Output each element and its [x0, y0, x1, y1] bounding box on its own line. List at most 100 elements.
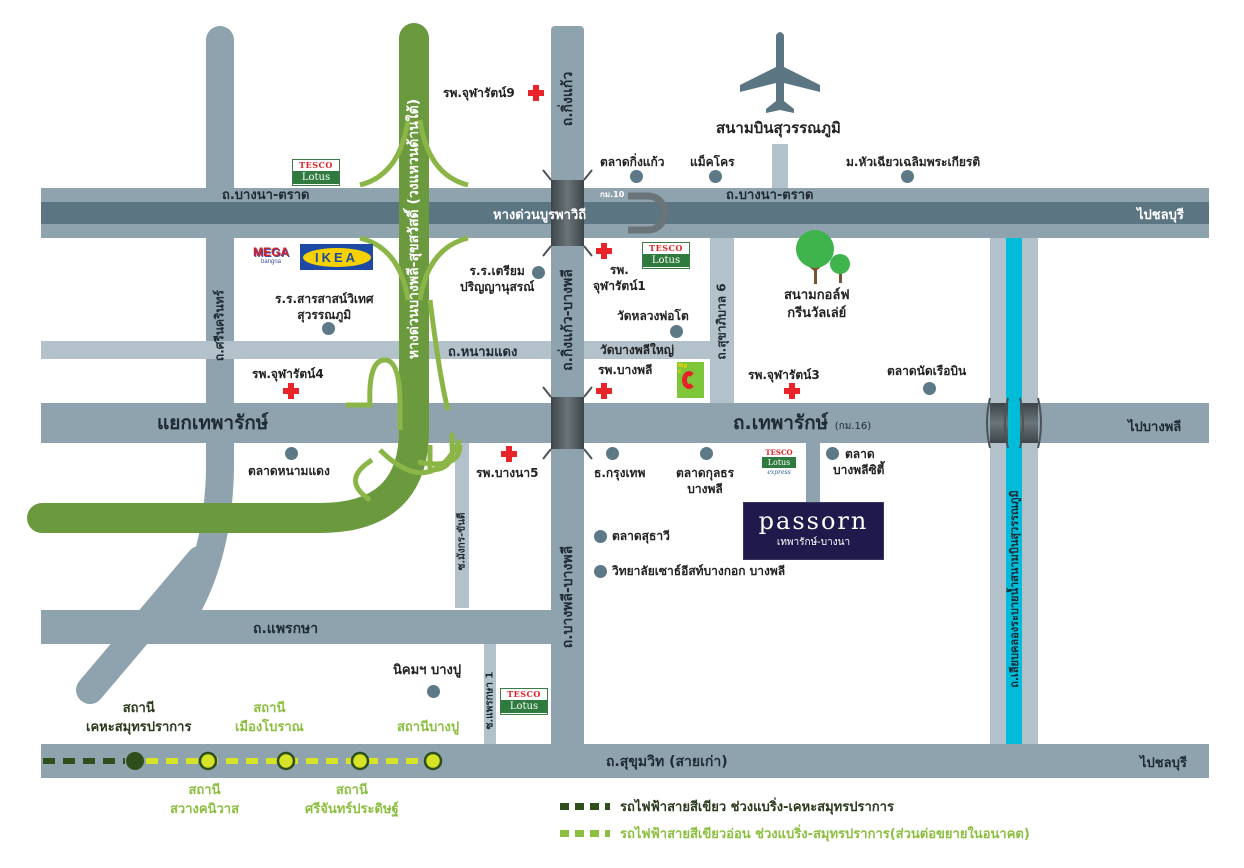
hospital-icon-chularat9: [528, 85, 544, 101]
road-airport-access: [772, 144, 788, 188]
label-bang-pu-estate: นิคมฯ บางปู: [393, 663, 462, 678]
project-subtitle: เทพารักษ์-บางนา: [776, 537, 851, 548]
lotus-text: Lotus: [762, 457, 796, 468]
label-triam-line2: ปริญญานุสรณ์: [460, 280, 535, 295]
station-muang-boran-line1: สถานี: [253, 701, 286, 716]
hospital-icon-chularat1: [596, 243, 612, 259]
road-label-thepharak: ถ.เทพารักษ์ (กม.16): [733, 408, 871, 438]
station-marker-sawang[interactable]: [198, 751, 218, 771]
label-talat-surawi: ตลาดสุธาวี: [612, 529, 670, 543]
station-kheha-line2: เคหะสมุทรปราการ: [86, 719, 192, 735]
label-talat-city-line2: บางพลีซิตี้: [833, 463, 885, 478]
poi-talat-nat-rua-bin[interactable]: [923, 382, 936, 395]
label-bangna5: รพ.บางนา5: [476, 466, 539, 480]
station-sawang-line2: สวางคนิวาส: [170, 801, 239, 817]
road-phraeksa1: [484, 644, 496, 744]
tesco-text: TESCO: [765, 448, 793, 457]
poi-hua-chiew[interactable]: [901, 170, 914, 183]
label-talat-city: ตลาด บางพลีซิตี้: [833, 446, 884, 478]
overpass-canal: [986, 397, 1042, 449]
poi-bang-pu-estate[interactable]: [427, 685, 440, 698]
project-passorn-card[interactable]: passorn เทพารักษ์-บางนา: [743, 502, 884, 560]
lotus-text: Lotus: [293, 171, 339, 184]
label-makro: แม็คโคร: [690, 155, 735, 169]
station-marker-kheha[interactable]: [126, 752, 144, 770]
road-label-sukhumvit: ถ.สุขุมวิท (สายเก่า): [606, 754, 728, 770]
legend-light-green-text: รถไฟฟ้าสายสีเขียวอ่อน ช่วงแบริ่ง-สมุทรปร…: [620, 827, 1030, 842]
poi-sarasas[interactable]: [322, 322, 335, 335]
label-hua-chiew: ม.หัวเฉียวเฉลิมพระเกียรติ: [846, 155, 981, 169]
road-srinakarin: [166, 26, 234, 634]
station-marker-bang-pu[interactable]: [423, 751, 443, 771]
label-saint-louis: วิทยาลัยเซาธ์อีสท์บางกอก บางพลี: [612, 564, 786, 578]
road-label-to-chonburi-top: ไปชลบุรี: [1137, 208, 1184, 223]
poi-bangkok-bank[interactable]: [606, 447, 619, 460]
road-label-ring-expressway: หางด่วนบางพลี-สุขสวัสดิ์ (วงแหวนด้านใต้): [406, 98, 422, 360]
legend-dark-green-text: รถไฟฟ้าสายสีเขียว ช่วงแบริ่ง-เคหะสมุทรปร…: [620, 800, 894, 815]
label-wat-luang-pho-to: วัดหลวงพ่อโต: [617, 309, 689, 323]
poi-wat-luang-pho-to[interactable]: [670, 325, 683, 338]
road-label-king-kaeo: ถ.กิ่งแก้ว: [560, 71, 576, 127]
label-bangkok-bank: ธ.กรุงเทพ: [594, 466, 646, 480]
road-label-nam-daeng: ถ.หนามแดง: [448, 345, 518, 360]
hospital-icon-chularat4: [283, 383, 299, 399]
u-turn-km10: [628, 192, 669, 234]
label-talat-kunlathon: ตลาดกุลธร บางพลี: [676, 465, 734, 497]
label-talat-kunlathon-line1: ตลาดกุลธร: [676, 466, 735, 480]
poi-talat-kunlathon[interactable]: [700, 447, 713, 460]
station-marker-muang-boran[interactable]: [276, 751, 296, 771]
station-label-bang-pu: สถานีบางปู: [397, 720, 460, 735]
road-label-mangkorn: ซ.มังกร-ขันตี: [456, 512, 468, 571]
label-chularat1-line1: รพ.: [609, 263, 629, 277]
station-sawang-line1: สถานี: [188, 783, 221, 798]
legend-light-green-swatch: [560, 830, 610, 837]
bigc-logo: Big C: [677, 362, 704, 398]
label-talat-nat-rua-bin: ตลาดนัดเรือบิน: [887, 364, 967, 378]
poi-talat-surawi[interactable]: [594, 530, 607, 543]
poi-saint-louis[interactable]: [594, 565, 607, 578]
label-talat-king-kaeo: ตลาดกิ่งแก้ว: [600, 155, 665, 169]
label-triam: ร.ร.เตรียม ปริญญานุสรณ์: [460, 263, 534, 295]
station-marker-srichan[interactable]: [350, 751, 370, 771]
project-name: passorn: [758, 507, 869, 535]
tree-icon: [796, 230, 850, 284]
poi-triam[interactable]: [532, 266, 545, 279]
legend-dark-green-swatch: [560, 803, 610, 810]
poi-makro[interactable]: [709, 170, 722, 183]
road-label-bangna-trat-west: ถ.บางนา-ตราด: [222, 188, 310, 203]
road-label-bangna-trat-east: ถ.บางนา-ตราด: [726, 188, 814, 203]
road-label-king-kaeo-bang-phli: ถ.กิ่งแก้ว-บางพลี: [560, 269, 576, 371]
golf-label-line2: กรีนวัลเล่ย์: [787, 305, 847, 321]
road-nam-daeng-east: [584, 341, 710, 359]
mega-text: MEGA: [253, 245, 289, 259]
mega-sub-text: bangna: [260, 259, 282, 265]
expressway-burapha: [41, 202, 1209, 224]
label-chularat3: รพ.จุฬารัตน์3: [748, 368, 820, 382]
road-label-phraeksa: ถ.แพรกษา: [253, 621, 319, 637]
label-chularat1-line2: จุฬารัตน์1: [593, 279, 646, 294]
legend-light-green: รถไฟฟ้าสายสีเขียวอ่อน ช่วงแบริ่ง-สมุทรปร…: [560, 823, 1030, 844]
tesco-text: TESCO: [299, 160, 333, 170]
road-label-km10: กม.10: [600, 190, 625, 199]
ring-ramps: [346, 119, 469, 503]
poi-talat-nam-daeng[interactable]: [285, 447, 298, 460]
road-label-burapha-withi: หางด่วนบูรพาวิถี: [493, 208, 587, 223]
express-text: express: [767, 469, 791, 476]
tesco-text: TESCO: [649, 243, 683, 253]
label-talat-kunlathon-line2: บางพลี: [687, 482, 723, 497]
label-sarasas-line2: สุวรรณภูมิ: [297, 308, 352, 323]
road-label-thepharak-km: (กม.16): [834, 421, 872, 432]
lotus-text: Lotus: [643, 254, 689, 267]
road-king-kaeo: [551, 30, 584, 744]
road-sukhaphiban6: [710, 238, 734, 404]
poi-talat-king-kaeo[interactable]: [630, 170, 643, 183]
bigc-c-shape: [682, 371, 696, 389]
bigc-text: Big C: [678, 363, 688, 375]
poi-talat-city[interactable]: [826, 447, 839, 460]
road-label-sukhaphiban6: ถ.สุขาภิบาล 6: [714, 283, 729, 360]
station-srichan-line1: สถานี: [335, 783, 368, 798]
golf-label-line1: สนามกอล์ฟ: [784, 288, 850, 303]
label-chularat1: รพ. จุฬารัตน์1: [593, 262, 646, 294]
